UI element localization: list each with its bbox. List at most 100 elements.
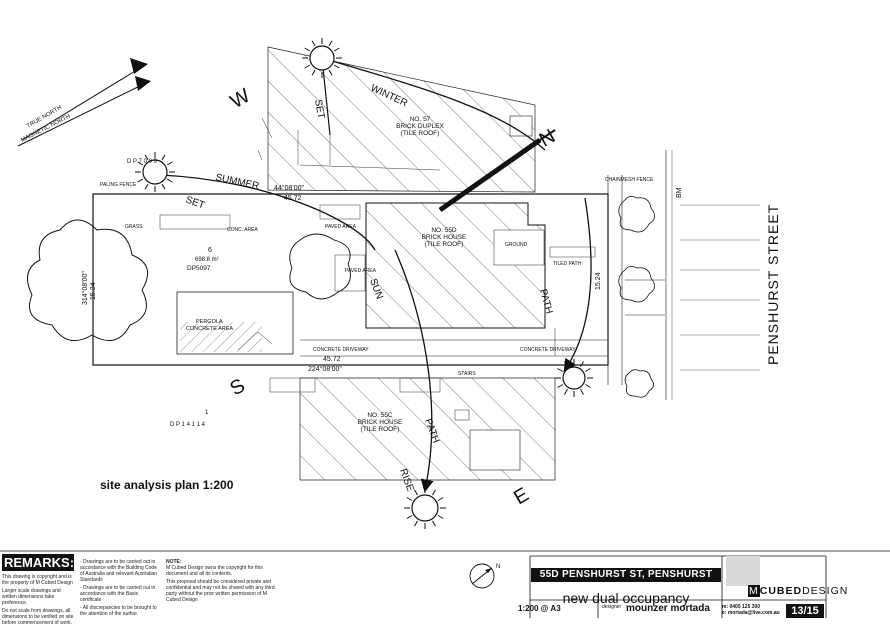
sun-ray	[137, 161, 144, 166]
south-house-number: NO. 55C	[367, 412, 393, 419]
dimension-bottom-bearing: 224°08'00"	[308, 365, 342, 373]
logo-mark	[726, 556, 760, 586]
paved-area-label-2: PAVED AREA	[345, 268, 377, 274]
sun-ray	[585, 368, 591, 372]
contact-phone: m: 0405 125 300	[722, 604, 761, 610]
north-house-roof: (TILE ROOF)	[401, 130, 440, 137]
building-label-south: NO. 55C BRICK HOUSE (TILE ROOF)	[358, 412, 403, 433]
bm-label: BM	[676, 187, 683, 198]
sun-ray	[304, 64, 311, 69]
sun-ray-winter	[321, 57, 331, 136]
sun-ray	[333, 64, 340, 69]
sun-icon	[135, 152, 175, 192]
building-label-main: NO. 55D BRICK HOUSE (TILE ROOF)	[422, 227, 467, 248]
pergola-label: PERGOLA	[196, 319, 223, 325]
sun-ray	[166, 161, 173, 166]
sun-ray	[437, 515, 444, 519]
sun-ray	[432, 520, 436, 527]
sun-ray	[311, 69, 316, 76]
sun-ray	[406, 515, 413, 519]
main-house-type: BRICK HOUSE	[422, 234, 467, 241]
sun-ray	[166, 178, 173, 183]
sun-ray	[432, 489, 436, 496]
north-house-number: NO. 57	[410, 116, 431, 123]
note-block: NOTE: M Cubed Design owns the copyright …	[166, 559, 276, 603]
tree-left	[27, 219, 149, 342]
summer-sun-path	[149, 168, 376, 251]
shadow-ray	[438, 129, 556, 213]
compass-north: N	[536, 125, 560, 151]
sun-ray	[406, 497, 413, 501]
north-arrow: TRUE NORTH MAGNETIC NORTH	[17, 58, 151, 147]
notes-text: - Drawings are to be carried out in acco…	[80, 559, 158, 617]
remarks-line: This drawing is copyright and is the pro…	[2, 574, 73, 586]
main-house	[365, 202, 546, 329]
designer-name: mounzer mortada	[626, 603, 710, 614]
contact-info: m: 0405 125 300 e: mortada@live.com.au	[722, 604, 780, 616]
set-label-1: SET	[312, 99, 326, 120]
summer-label: SUMMER	[214, 172, 260, 192]
remarks-line: Larger scale drawings and written dimens…	[2, 588, 61, 606]
dimension-top-bearing: 44°08'00"	[274, 184, 304, 192]
note-line: M Cubed Design owns the copyright for th…	[166, 565, 263, 577]
concrete-area-label: CONCRETE AREA	[186, 326, 233, 332]
logo-cubed: CUBED	[759, 585, 803, 597]
sun-ray	[161, 183, 166, 190]
tree-verge-bottom	[624, 369, 654, 398]
pergola-area	[176, 291, 294, 355]
note-title: NOTE:	[166, 559, 182, 565]
driveway-label: CONCRETE DRIVEWAY	[313, 347, 369, 353]
lot-area: 698.8 m²	[195, 257, 219, 263]
title-block-frame	[0, 550, 890, 618]
sun-ray	[414, 520, 418, 527]
sheet-number: 13/15	[786, 604, 824, 618]
sun-ray	[311, 40, 316, 47]
set-label-2: SET	[184, 194, 206, 211]
north-house-type: BRICK DUPLEX	[396, 123, 444, 130]
sun-ray	[328, 40, 333, 47]
grass-label: GRASS	[125, 224, 143, 230]
notes-line: - Drawings are to be carried out in acco…	[80, 559, 157, 583]
scale: 1:200 @ A3	[518, 604, 561, 613]
project-name: new dual occupancy	[562, 590, 690, 606]
logo-design: DESIGN	[802, 585, 849, 597]
note-line: This proposal should be considered priva…	[166, 579, 275, 603]
sun-ray	[144, 183, 149, 190]
chainmesh-label: CHAINMESH FENCE	[605, 177, 654, 183]
remarks-line: Do not scale from drawings, all dimensio…	[2, 608, 74, 626]
paling-fence-label: PALING FENCE	[100, 182, 137, 188]
contact-email: e: mortada@live.com.au	[722, 610, 780, 616]
stairs-label: STAIRS	[458, 371, 476, 377]
tree-middle	[289, 233, 351, 300]
sun-ray	[585, 384, 591, 388]
sun-ray	[580, 361, 584, 367]
tree-verge-top	[618, 196, 655, 233]
notes-line: - All discrepancies to be brought to the…	[80, 605, 157, 617]
main-house-roof: (TILE ROOF)	[425, 241, 464, 248]
dimension-left-bearing: 314°08'00"	[81, 271, 89, 305]
lot-bottom-number: 1	[205, 410, 209, 416]
sun-ray	[580, 389, 584, 395]
ground-label: GROUND	[505, 242, 528, 248]
compass-west: W	[227, 85, 254, 114]
sun-ray	[557, 368, 563, 372]
south-house-roof: (TILE ROOF)	[361, 426, 400, 433]
lot-number: 6	[208, 247, 212, 254]
sun-ray	[161, 154, 166, 161]
sun-path-main	[563, 197, 592, 373]
north-arrow-small-label: N	[496, 564, 500, 570]
neighbour-lot-57	[267, 46, 536, 193]
winter-sun-path	[321, 57, 546, 151]
concrete-driveway	[300, 328, 608, 357]
sun-icon	[302, 38, 342, 78]
dimension-left: 15.24	[90, 282, 97, 300]
street-name: PENSHURST STREET	[765, 204, 781, 365]
lot-dp: DP5097	[187, 265, 211, 272]
dp-bottom: D P 1 4 1 1 4	[170, 422, 206, 428]
dimension-right: 15.24	[595, 272, 602, 290]
sun-ray	[137, 178, 144, 183]
remarks-text: This drawing is copyright and is the pro…	[2, 574, 74, 626]
sun-icon	[555, 359, 593, 397]
sun-ray	[564, 361, 568, 367]
